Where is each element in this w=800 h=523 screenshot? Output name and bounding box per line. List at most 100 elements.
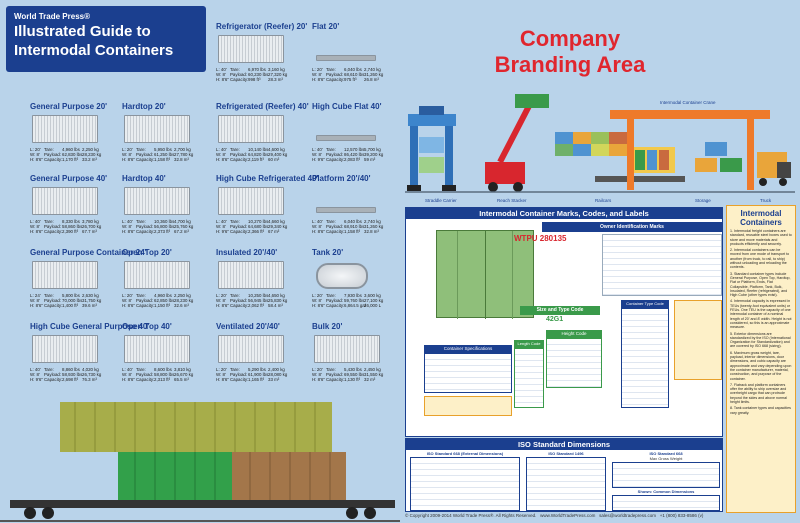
container-title: Platform 20'/40' [312,174,371,183]
container-title: Ventilated 20'/40' [216,322,280,331]
iso-dimensions-panel: ISO Standard Dimensions ISO Standard 668… [405,438,723,512]
branding-line2: Branding Area [494,52,646,77]
container-card-high-cube-refrigerated-40: High Cube Refrigerated 40'L: 40'Tare:10,… [216,174,318,234]
length-code-title: Length Code [514,340,544,348]
container-title: High Cube Flat 40' [312,102,382,111]
footer-copyright: © Copyright 2009-2014 World Trade Press®… [405,513,537,518]
poster-header: World Trade Press® Illustrated Guide to … [6,6,206,72]
bottom-container-brown [232,452,346,500]
label-truck: Truck [760,198,772,203]
max-gross-weight-label: Max Gross Weight [649,456,683,461]
owner-id-table [602,234,722,296]
owner-id-title: Owner Identification Marks [542,222,722,232]
container-illustration [218,187,284,215]
sidebar-paragraph: 8. Tank container types and capacities v… [730,406,791,415]
container-illustration [218,35,284,63]
label-reach-stacker: Reach Stacker [497,198,527,203]
label-storage: Storage [695,198,711,203]
poster-title-line1: Illustrated Guide to [14,23,151,40]
container-illustration [218,115,284,143]
sidebar-paragraph: 2. Intermodal containers can be moved fr… [730,248,790,270]
container-illustration [218,261,284,289]
marks-codes-panel: Intermodal Container Marks, Codes, and L… [405,207,723,437]
publisher-brand: World Trade Press® [14,12,90,21]
container-illustration [32,187,98,215]
container-illustration [124,261,190,289]
top-container-olive [60,402,332,452]
label-container-crane: Intermodal Container Crane [660,100,716,105]
container-card-refrigerator-reefer-20: Refrigerator (Reefer) 20' L: 40'Tare:6,97… [216,22,307,82]
truck-illustration [757,152,791,186]
footer-web[interactable]: www.WorldTradePress.com [540,513,596,518]
max-gross-table [612,462,720,488]
container-specs-note [424,396,512,416]
type-code-notes [674,300,722,380]
iso-external-table [410,457,520,511]
intermodal-containers-sidebar: Intermodal Containers 1. Intermodal frei… [726,205,796,513]
container-title: Hardtop 40' [122,174,166,183]
container-illustration [316,135,376,141]
company-branding-area: Company Branding Area [470,26,670,78]
container-title: Refrigerator (Reefer) 20' [216,22,308,31]
type-code-table [621,308,669,408]
footer-email[interactable]: sales@worldtradepress.com [599,513,656,518]
container-specs-title: Container Specifications [424,345,512,353]
container-illustration [316,55,376,61]
footer: © Copyright 2009-2014 World Trade Press®… [405,513,795,518]
container-card-refrigerated-reefer-40: Refrigerated (Reefer) 40'L: 40'Tare:10,1… [216,102,309,162]
port-scene: Straddle Carrier Reach Stacker Railcars … [405,94,795,203]
sidebar-paragraph: 1. Intermodal freight containers are sta… [730,229,792,246]
reach-stacker-illustration [485,94,549,192]
sidebar-paragraphs: 1. Intermodal freight containers are sta… [730,229,792,415]
height-code-title: Height Code [546,330,602,338]
container-crane-illustration [610,110,770,190]
container-title: General Purpose 20' [30,102,108,111]
sidebar-paragraph: 3. Standard container types include Gene… [730,271,791,298]
branding-line1: Company [519,26,621,51]
marks-panel-title: Intermodal Container Marks, Codes, and L… [406,208,722,219]
footer-phone: +1 (800) 833-8586 (v) [659,513,704,518]
loaded-railcar-illustration [0,402,400,522]
